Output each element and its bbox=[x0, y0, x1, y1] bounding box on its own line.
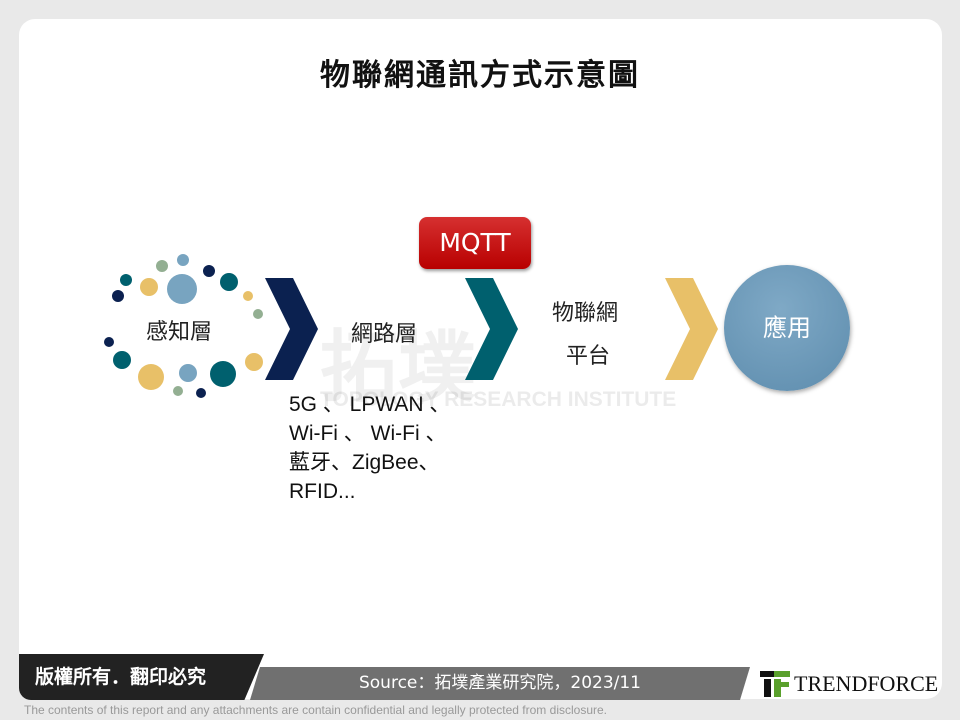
sensor-dot bbox=[177, 254, 189, 266]
sensor-dot bbox=[138, 364, 164, 390]
node-network-label: 網路層 bbox=[351, 322, 418, 347]
protocol-line: 5G 、 LPWAN 、 bbox=[289, 393, 451, 416]
sensor-dot bbox=[167, 274, 197, 304]
node-platform-label-2: 平台 bbox=[566, 344, 611, 369]
sensor-dot bbox=[113, 351, 131, 369]
chevron-arrow-gold bbox=[665, 278, 718, 380]
mqtt-badge: MQTT bbox=[419, 217, 531, 269]
sensor-dot bbox=[156, 260, 168, 272]
sensor-dot bbox=[112, 290, 124, 302]
sensor-dot bbox=[245, 353, 263, 371]
sensor-dot bbox=[220, 273, 238, 291]
chevron-arrow-teal bbox=[465, 278, 518, 380]
disclaimer: The contents of this report and any atta… bbox=[24, 703, 607, 717]
sensor-dot bbox=[253, 309, 263, 319]
sensor-dot bbox=[120, 274, 132, 286]
protocol-line: RFID... bbox=[289, 480, 356, 503]
sensor-dot bbox=[104, 337, 114, 347]
sensor-dot bbox=[196, 388, 206, 398]
network-protocol-list: 5G 、 LPWAN 、 Wi-Fi 、 Wi-Fi 、 藍牙、ZigBee、 … bbox=[289, 390, 450, 506]
node-application: 應用 bbox=[724, 265, 850, 391]
sensor-dot bbox=[243, 291, 253, 301]
chevron-arrow-navy bbox=[265, 278, 318, 380]
node-sensing-label: 感知層 bbox=[146, 320, 213, 345]
watermark-en: TOPOLOGY RESEARCH INSTITUTE bbox=[320, 388, 677, 411]
trendforce-logo: TRENDFORCE bbox=[760, 667, 938, 700]
sensor-dot bbox=[140, 278, 158, 296]
copyright-banner: 版權所有．翻印必究 bbox=[19, 654, 264, 700]
protocol-line: Wi-Fi 、 Wi-Fi 、 bbox=[289, 422, 447, 445]
node-platform-label-1: 物聯網 bbox=[552, 301, 619, 326]
protocol-line: 藍牙、ZigBee、 bbox=[289, 451, 440, 474]
watermark: 拓墣 bbox=[320, 323, 477, 413]
sensor-dot bbox=[173, 386, 183, 396]
sensor-dot bbox=[210, 361, 236, 387]
source-banner: Source：拓墣產業研究院，2023/11 bbox=[250, 667, 750, 700]
trendforce-logo-icon bbox=[760, 670, 790, 697]
brand-name: TRENDFORCE bbox=[794, 670, 939, 696]
sensor-dot bbox=[179, 364, 197, 382]
page-title: 物聯網通訊方式示意圖 bbox=[320, 58, 640, 93]
sensor-dot bbox=[203, 265, 215, 277]
